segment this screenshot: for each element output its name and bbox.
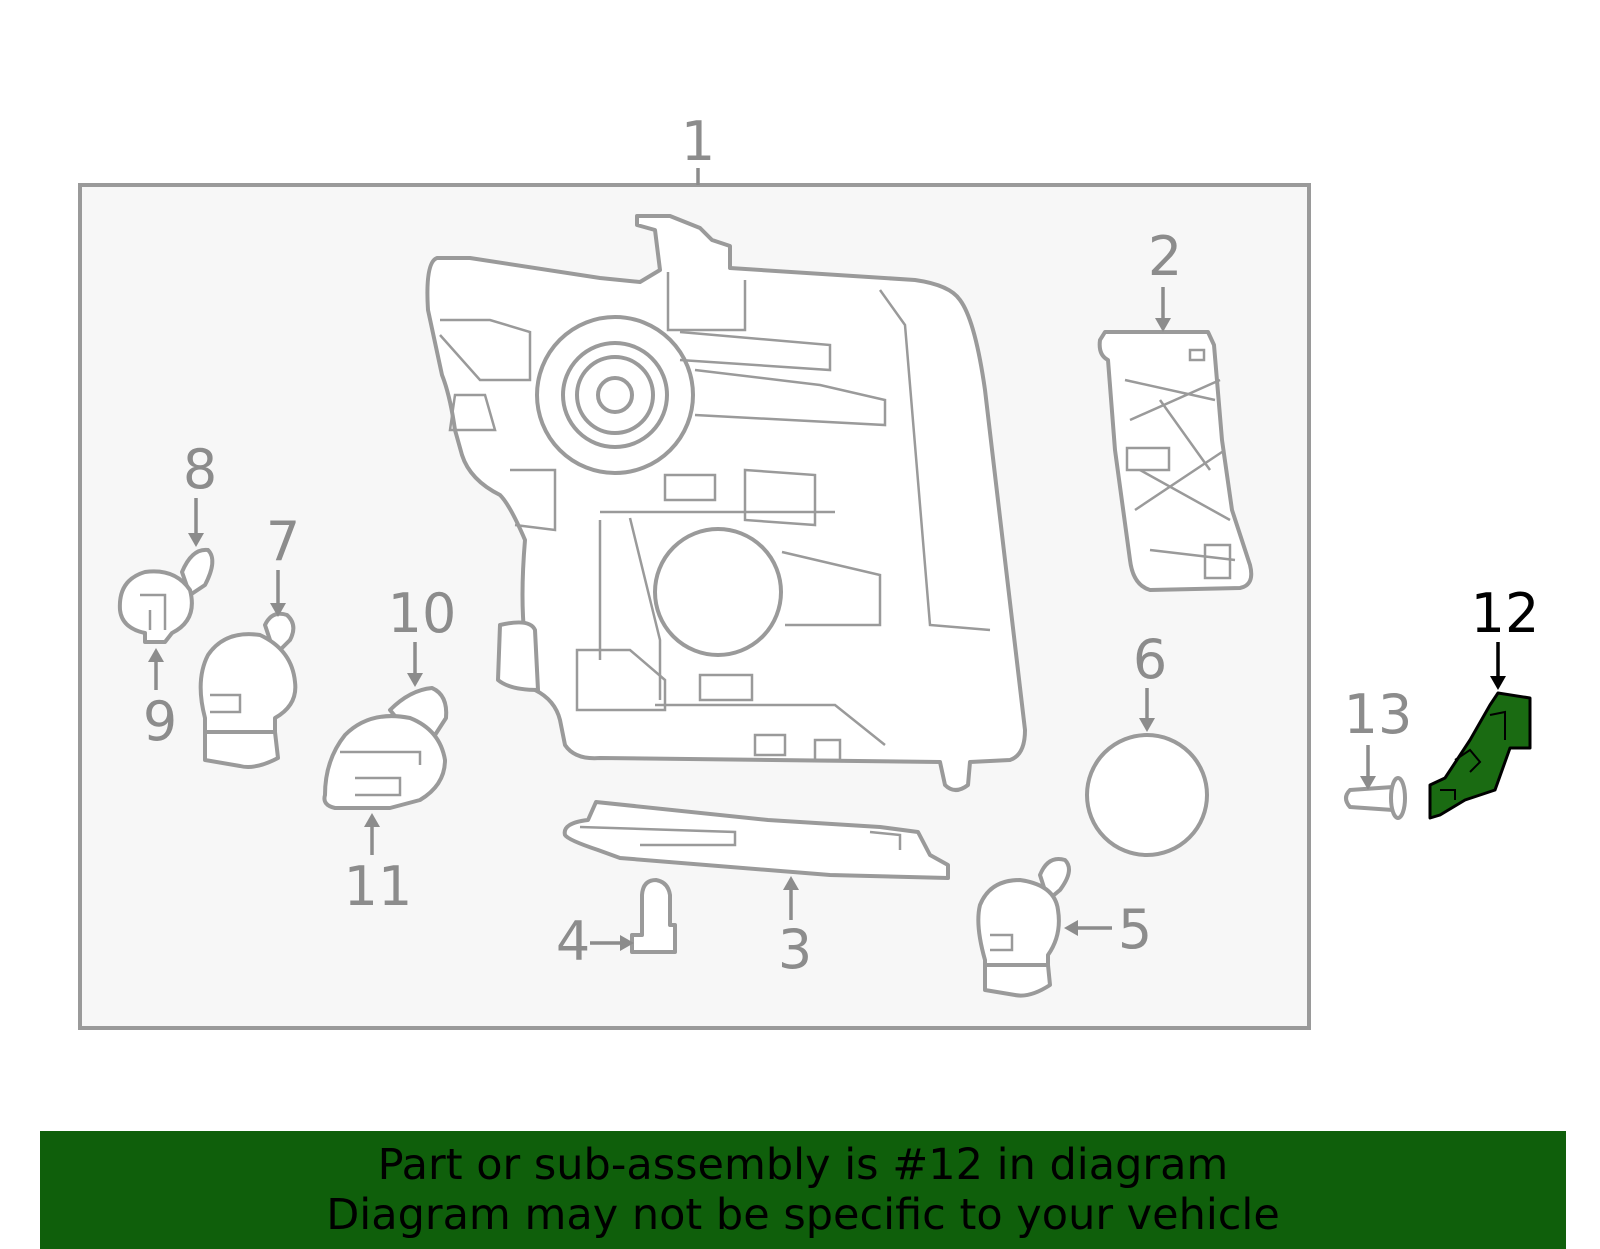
callout-1: 1 <box>681 110 715 173</box>
callout-8: 8 <box>183 438 217 501</box>
bulb-8[interactable] <box>117 547 215 644</box>
callout-10: 10 <box>388 582 457 645</box>
info-banner: Part or sub-assembly is #12 in diagram D… <box>40 1131 1566 1249</box>
bulb-socket-5[interactable] <box>976 857 1071 998</box>
callout-6: 6 <box>1133 628 1167 691</box>
callout-11: 11 <box>344 855 413 918</box>
mounting-bracket-12[interactable] <box>1428 691 1532 820</box>
retainer-clip[interactable] <box>630 878 677 954</box>
callout-5: 5 <box>1118 898 1152 961</box>
dust-cap[interactable] <box>1085 733 1209 857</box>
callout-13: 13 <box>1344 683 1413 746</box>
push-pin[interactable] <box>1344 776 1407 820</box>
callout-9: 9 <box>143 690 177 753</box>
callout-2: 2 <box>1148 225 1182 288</box>
callout-3: 3 <box>778 918 812 981</box>
headlamp-housing[interactable] <box>425 214 1027 792</box>
banner-line-2: Diagram may not be specific to your vehi… <box>326 1190 1280 1240</box>
callout-7: 7 <box>266 510 300 573</box>
lower-trim[interactable] <box>562 800 950 880</box>
bulb-socket-7[interactable] <box>198 611 298 769</box>
callout-4: 4 <box>556 910 590 973</box>
banner-line-1: Part or sub-assembly is #12 in diagram <box>377 1140 1229 1190</box>
callout-12: 12 <box>1471 582 1540 645</box>
bulb-socket-10[interactable] <box>322 686 449 810</box>
housing-panel[interactable] <box>1097 330 1254 592</box>
